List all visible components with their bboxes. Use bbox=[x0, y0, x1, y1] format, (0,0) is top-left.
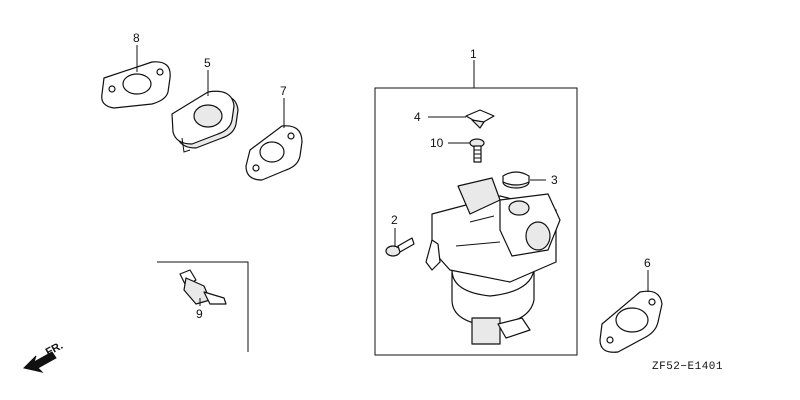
callout-2: 2 bbox=[391, 213, 398, 227]
callout-10: 10 bbox=[430, 136, 444, 150]
callout-3: 3 bbox=[551, 173, 558, 187]
callout-6: 6 bbox=[644, 256, 651, 270]
part-7-gasket bbox=[245, 125, 303, 181]
figure-code: ZF52−E1401 bbox=[652, 361, 723, 373]
leader-lines bbox=[136, 45, 649, 306]
carburetor-body bbox=[425, 177, 561, 345]
part-3-cap bbox=[502, 171, 530, 189]
part-6-gasket bbox=[599, 290, 663, 353]
part-5-insulator bbox=[171, 90, 239, 153]
part-10-screw bbox=[469, 138, 485, 163]
callout-9: 9 bbox=[196, 307, 203, 321]
callout-8: 8 bbox=[133, 31, 140, 45]
part-4-knob bbox=[465, 109, 495, 129]
part-8-gasket bbox=[101, 61, 171, 109]
callout-5: 5 bbox=[204, 56, 211, 70]
front-direction-arrow-icon bbox=[23, 351, 57, 373]
carburetor-assembly-frame bbox=[374, 87, 578, 356]
callout-7: 7 bbox=[280, 84, 287, 98]
front-direction-label: FR. bbox=[44, 340, 65, 359]
callout-4: 4 bbox=[414, 110, 421, 124]
part-2-screw bbox=[385, 237, 415, 257]
callout-1: 1 bbox=[470, 47, 477, 61]
part-9-fitting bbox=[157, 261, 249, 352]
